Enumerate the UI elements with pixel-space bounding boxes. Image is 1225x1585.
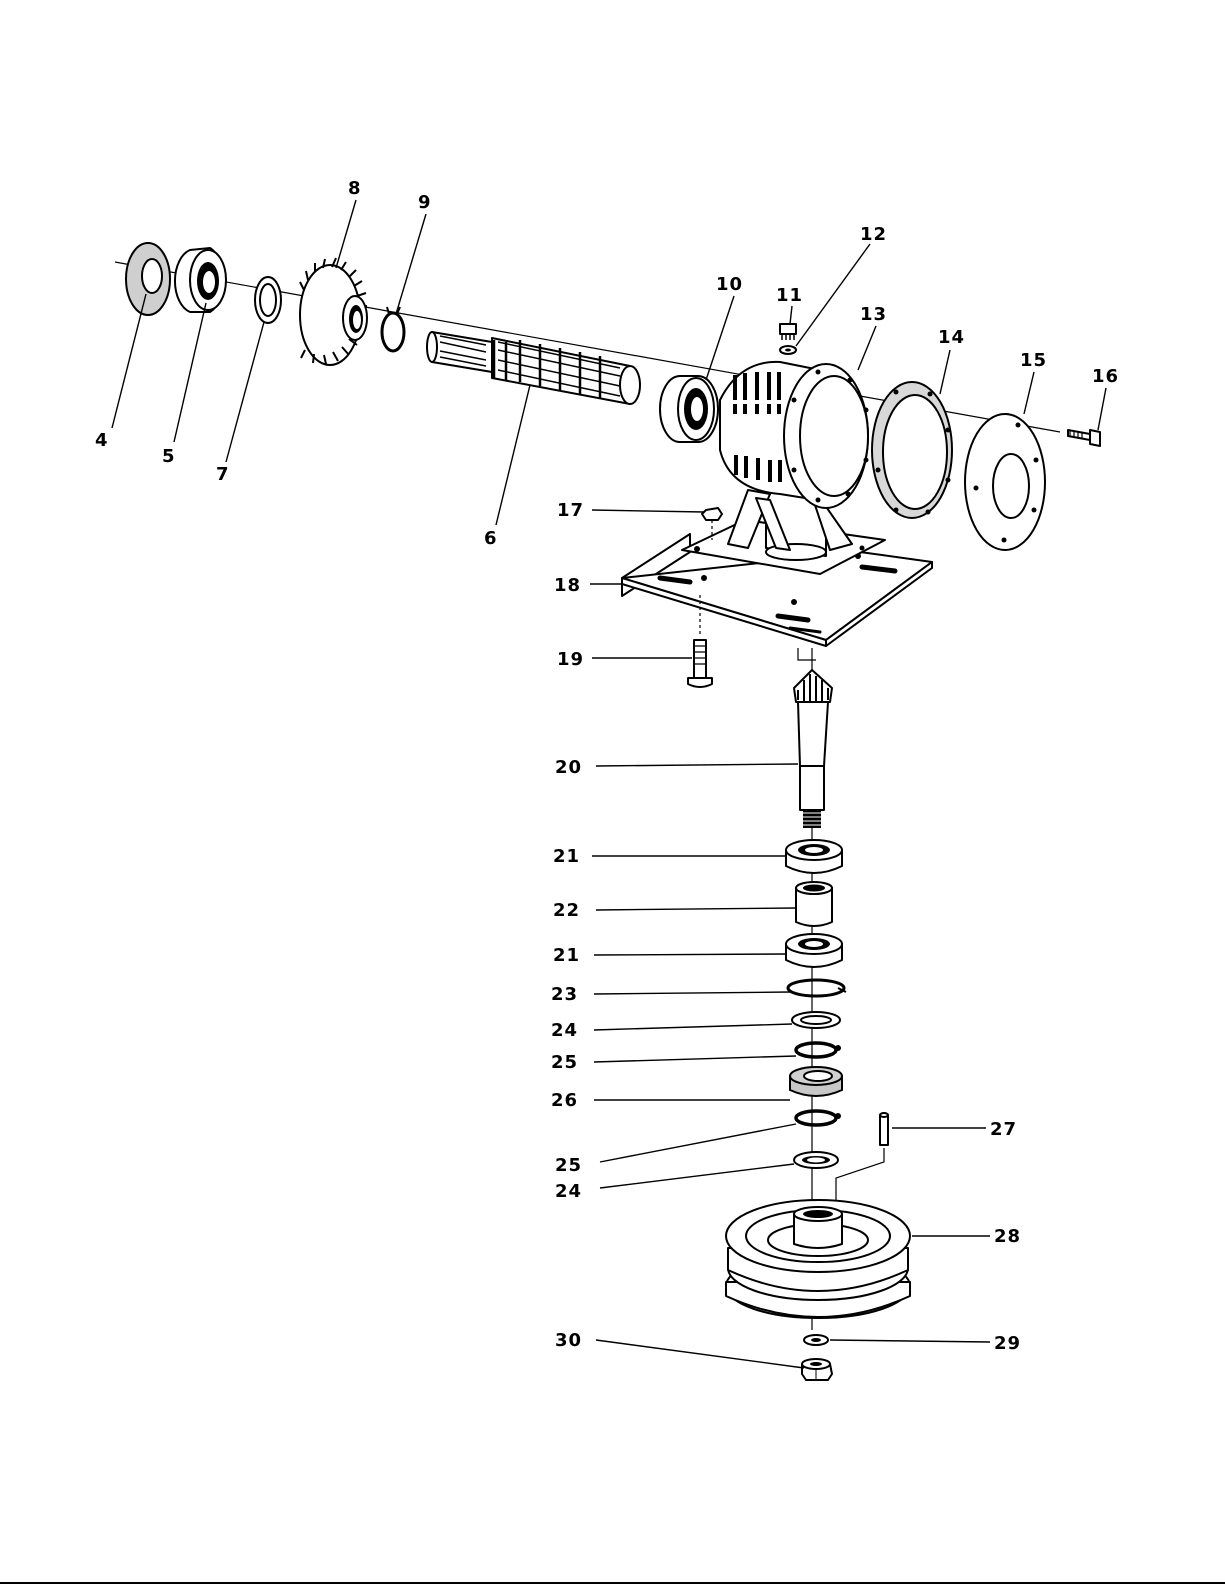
leader-11	[790, 306, 792, 324]
leader-24a	[594, 1024, 792, 1030]
part-21-lower-bearing	[786, 934, 842, 967]
callout-12: 12	[860, 224, 887, 245]
callout-6: 6	[484, 528, 498, 549]
part-6-splined-shaft	[427, 332, 640, 404]
callout-5: 5	[162, 446, 176, 467]
part-16-bolt	[1068, 430, 1100, 446]
callout-16: 16	[1092, 366, 1119, 387]
part-23-circlip	[788, 980, 846, 996]
part-26-oil-seal	[790, 1067, 842, 1096]
leader-22	[596, 908, 796, 910]
callout-4: 4	[95, 430, 109, 451]
callout-13: 13	[860, 304, 887, 325]
part-14-gasket	[872, 382, 952, 518]
part-25-lower-circlip	[796, 1111, 841, 1125]
part-5-bearing	[175, 248, 226, 312]
leader-10	[706, 296, 734, 380]
part-27-key	[836, 1113, 888, 1206]
part-7-washer	[255, 277, 281, 323]
part-8-bevel-gear	[300, 258, 367, 365]
part-20-pinion-shaft	[794, 670, 832, 828]
callout-9: 9	[418, 192, 432, 213]
part-15-cover-plate	[965, 414, 1045, 550]
part-25-upper-circlip	[796, 1043, 841, 1057]
leader-25a	[594, 1056, 796, 1062]
leader-5	[174, 303, 206, 442]
callout-21b: 21	[553, 945, 580, 966]
part-12-washer	[780, 346, 796, 354]
leader-25b	[600, 1124, 796, 1162]
leader-23	[594, 992, 790, 994]
leader-14	[940, 350, 950, 394]
leader-20	[596, 764, 798, 766]
callout-23: 23	[551, 984, 578, 1005]
leader-29	[830, 1340, 990, 1342]
callout-19: 19	[557, 649, 584, 670]
part-24-upper-washer	[792, 1012, 840, 1028]
leader-24b	[600, 1164, 794, 1188]
leader-21b	[594, 954, 786, 955]
part-28-pulley	[726, 1200, 910, 1318]
callout-8: 8	[348, 178, 362, 199]
leader-16	[1098, 388, 1106, 430]
leader-7	[226, 322, 264, 462]
part-11-plug	[780, 324, 796, 340]
leader-17	[592, 510, 704, 512]
callout-30: 30	[555, 1330, 582, 1351]
callout-11: 11	[776, 285, 803, 306]
leader-4	[112, 294, 146, 428]
leader-12	[796, 244, 870, 346]
leader-15	[1024, 372, 1034, 414]
callout-29: 29	[994, 1333, 1021, 1354]
leader-9	[396, 214, 426, 314]
axis-bracket	[798, 648, 816, 660]
leader-13	[858, 326, 876, 370]
part-30-nut	[802, 1359, 832, 1380]
callout-24b: 24	[555, 1181, 582, 1202]
part-21-upper-bearing	[786, 840, 842, 873]
callout-28: 28	[994, 1226, 1021, 1247]
callout-20: 20	[555, 757, 582, 778]
part-24-lower-washer	[794, 1152, 838, 1168]
callout-21a: 21	[553, 846, 580, 867]
callout-24a: 24	[551, 1020, 578, 1041]
leader-30	[596, 1340, 804, 1368]
callout-10: 10	[716, 274, 743, 295]
leader-8	[336, 200, 356, 268]
callout-26: 26	[551, 1090, 578, 1111]
callout-25a: 25	[551, 1052, 578, 1073]
callout-14: 14	[938, 327, 965, 348]
callout-22: 22	[553, 900, 580, 921]
callout-18: 18	[554, 575, 581, 596]
part-10-bearing	[660, 376, 718, 442]
callout-27: 27	[990, 1119, 1017, 1140]
leader-6	[496, 385, 530, 525]
part-22-spacer	[796, 882, 832, 926]
callout-17: 17	[557, 500, 584, 521]
callout-25b: 25	[555, 1155, 582, 1176]
callout-15: 15	[1020, 350, 1047, 371]
part-4-oil-seal	[126, 243, 170, 315]
callout-7: 7	[216, 464, 230, 485]
part-29-washer	[804, 1335, 828, 1345]
